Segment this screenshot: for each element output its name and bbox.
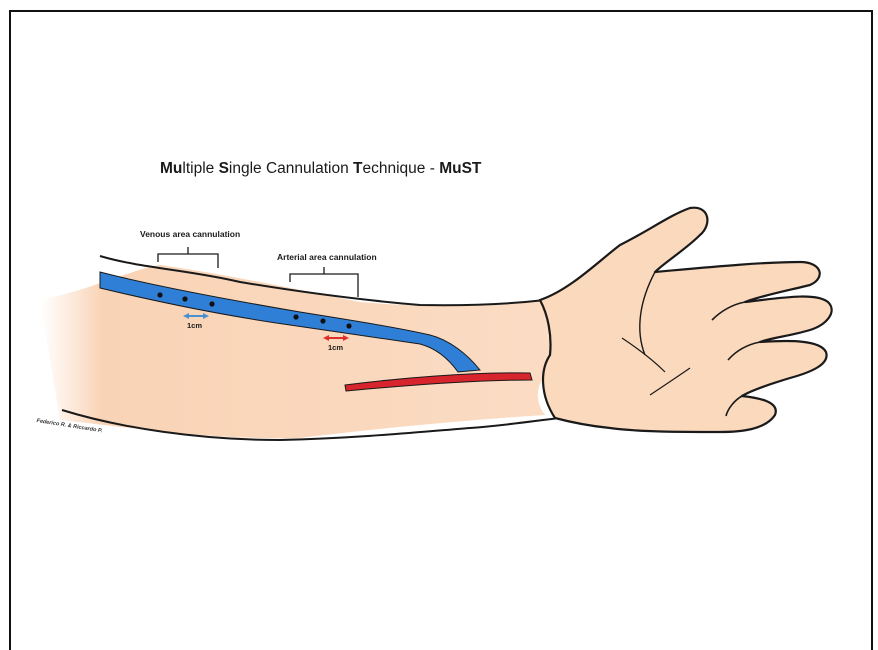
venous-cannulation-point [157,292,162,297]
arterial-area-label: Arterial area cannulation [277,252,377,262]
arm-illustration [0,0,878,631]
venous-area-bracket [158,247,218,268]
venous-spacing-label: 1cm [187,321,202,330]
arterial-spacing-label: 1cm [328,343,343,352]
venous-area-label: Venous area cannulation [140,229,240,239]
venous-cannulation-point [209,301,214,306]
page-title: Multiple Single Cannulation Technique - … [160,160,520,178]
arterial-cannulation-point [346,323,351,328]
hand-skin [540,208,832,432]
arterial-cannulation-point [293,314,298,319]
venous-cannulation-point [182,296,187,301]
arterial-cannulation-point [320,318,325,323]
